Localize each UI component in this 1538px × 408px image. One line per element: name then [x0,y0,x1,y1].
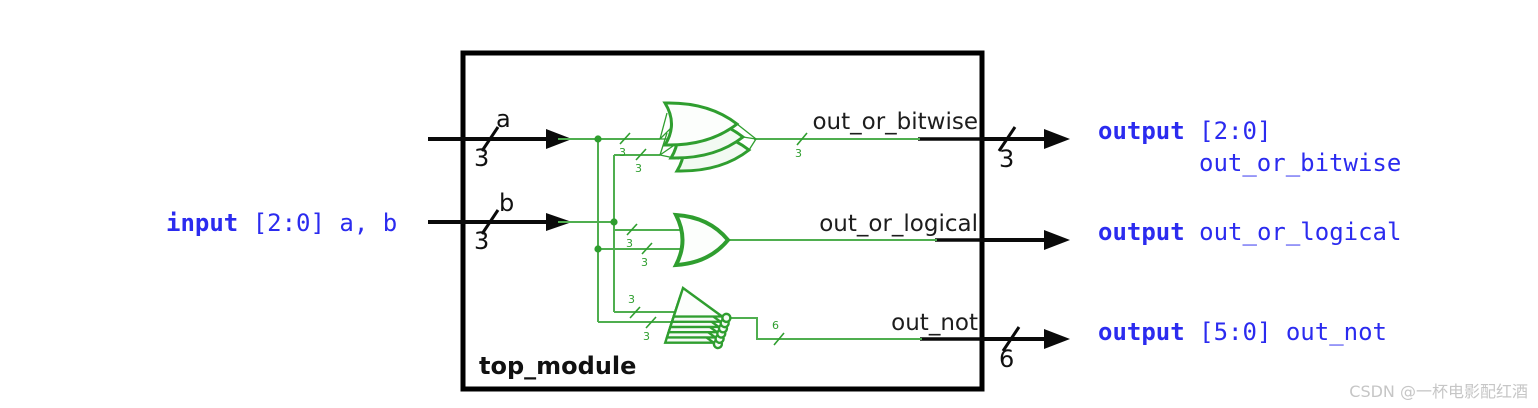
bus-width-out-not: 6 [999,345,1015,373]
internal-nets [558,138,937,340]
slash [629,306,641,319]
slash [773,332,785,346]
bus-width-b: 3 [474,227,490,255]
pin-label-a: a [496,105,511,133]
or-gate-stack-bitwise-icon [659,101,757,173]
or1-fanout-lines [736,123,757,151]
not-gate-stack-icon [663,286,732,350]
net-width-b-not: 3 [628,293,635,306]
output-keyword: output [1098,218,1185,246]
not-gates [663,286,732,350]
junction-dot [610,218,618,226]
net-width-or1-out: 3 [795,147,802,160]
junction-dot [594,245,602,253]
bus-slash-a [480,126,500,152]
net-width-b-or1: 3 [635,162,642,175]
bus-slash-out-not [1001,326,1021,352]
bus-width-out-bitwise: 3 [999,145,1015,173]
watermark: CSDN @一杯电影配红酒 [1349,382,1528,401]
output-declaration-rest: out_or_logical [1184,218,1402,246]
output-stubs [918,137,982,341]
module-name: top_module [479,352,637,380]
slash [619,132,631,145]
output-declaration-bitwise-line2: out_or_bitwise [1199,149,1402,177]
or1-gates [662,101,752,173]
arrowhead-output-bitwise [1044,129,1070,149]
net-width-a-or1: 3 [619,146,626,159]
net-width-a-or2: 3 [641,256,648,269]
input-declaration: input [2:0] a, b [166,209,397,238]
output-declaration-bitwise-line1: output [2:0] [1098,117,1271,146]
net-width-a-not: 3 [643,330,650,343]
input-keyword: input [166,209,239,237]
bus-slash-b [480,209,500,235]
input-declaration-rest: [2:0] a, b [238,209,398,237]
internal-label-out-or-bitwise: out_or_bitwise [812,109,978,135]
arrowhead-output-not [1044,329,1070,349]
green-bus-slashes [619,132,808,346]
pin-label-b: b [499,189,515,217]
internal-label-out-or-logical: out_or_logical [819,211,978,237]
net-width-not-out: 6 [772,319,779,332]
output-keyword: output [1098,318,1185,346]
bus-slash-out-bitwise [997,126,1017,152]
output-declaration-rest: [2:0] [1184,117,1272,145]
or-gate-logical-icon [672,212,731,268]
junction-dot [594,135,602,143]
output-declaration-logical: output out_or_logical [1098,218,1401,247]
slash [635,148,647,161]
net-width-b-or2: 3 [626,237,633,250]
output-declaration-rest: [5:0] out_not [1184,318,1387,346]
output-wires [982,137,1048,341]
arrowhead-output-logical [1044,230,1070,250]
junction-dots [594,135,618,253]
output-keyword: output [1098,117,1185,145]
slash [645,316,657,329]
net-not-out [728,317,922,340]
slash [641,242,653,255]
internal-label-out-not: out_not [891,310,978,336]
slash [796,132,808,146]
slash [626,223,638,236]
output-declaration-not: output [5:0] out_not [1098,318,1387,347]
bus-width-a: 3 [474,144,490,172]
